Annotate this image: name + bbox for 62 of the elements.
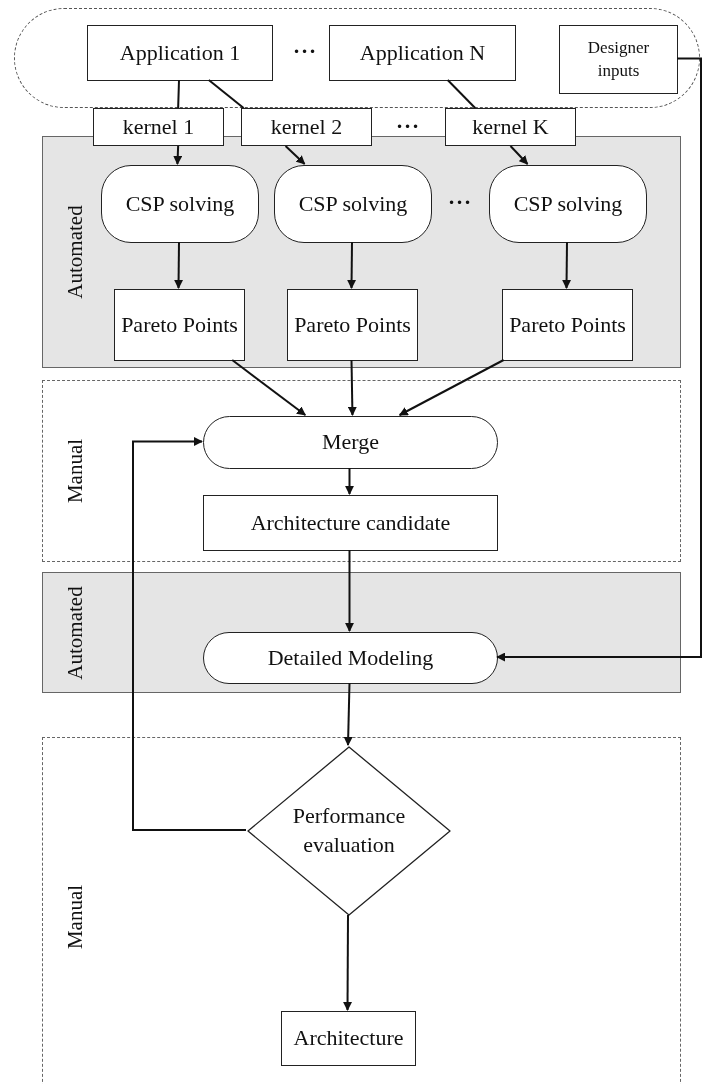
arrow: [173, 145, 183, 165]
node-label: Pareto Points: [293, 310, 412, 339]
process-box: [287, 289, 418, 361]
rounded-process-box: [203, 632, 498, 684]
node-label: CSP solving: [297, 189, 409, 218]
rounded-process-box: [101, 165, 259, 243]
panel-label: Automated: [62, 205, 89, 299]
node-label: Architecture: [292, 1024, 405, 1053]
connector-line: [207, 79, 245, 109]
node-label: kernel 1: [121, 112, 196, 141]
rounded-process-box: [274, 165, 432, 243]
arrow: [343, 914, 353, 1011]
panel-label: Manual: [62, 884, 89, 950]
arrow: [132, 437, 247, 831]
node-label: CSP solving: [124, 189, 236, 218]
arrow: [562, 241, 572, 289]
arrow: [347, 241, 357, 289]
node-label: Designer inputs: [586, 37, 651, 82]
arrow: [509, 145, 529, 165]
process-box: [93, 108, 224, 146]
rounded-process-box: [203, 416, 498, 469]
ellipsis-dots: •••: [292, 45, 318, 59]
node-label: CSP solving: [512, 189, 624, 218]
process-box: [114, 289, 245, 361]
arrow: [496, 57, 702, 662]
arrow: [347, 359, 357, 416]
panel-label: Manual: [62, 438, 89, 504]
process-box: [502, 289, 633, 361]
process-box: [445, 108, 576, 146]
arrow: [345, 467, 354, 495]
shaded-panel: [42, 572, 681, 693]
node-label: Merge: [321, 428, 380, 457]
panel-label: Automated: [62, 585, 89, 680]
process-box: [329, 25, 516, 81]
process-box: [203, 495, 498, 551]
process-box: [241, 108, 372, 146]
node-label: Pareto Points: [508, 310, 627, 339]
node-label: Application 1: [118, 38, 242, 67]
node-label: kernel 2: [269, 112, 344, 141]
dashed-panel: [42, 737, 681, 1084]
arrow: [284, 145, 306, 165]
arrow: [231, 359, 307, 416]
ellipsis-dots: •••: [395, 120, 421, 134]
node-label: kernel K: [471, 112, 550, 141]
arrow: [345, 549, 354, 632]
process-box: [281, 1011, 416, 1066]
dashed-panel: [42, 380, 681, 562]
arrow: [343, 682, 353, 746]
node-label: Pareto Points: [120, 310, 239, 339]
node-label: Detailed Modeling: [266, 643, 435, 672]
rounded-process-box: [489, 165, 647, 243]
process-box: [559, 25, 678, 94]
node-label: Performance evaluation: [291, 802, 407, 859]
ellipsis-dots: •••: [447, 196, 473, 210]
node-label: Architecture candidate: [249, 508, 452, 537]
connector-line: [177, 79, 180, 109]
shaded-panel: [42, 136, 681, 368]
process-box: [87, 25, 273, 81]
decision-diamond: [247, 746, 451, 916]
arrow: [174, 241, 184, 289]
connector-line: [446, 79, 477, 109]
node-label: Application N: [358, 38, 487, 67]
